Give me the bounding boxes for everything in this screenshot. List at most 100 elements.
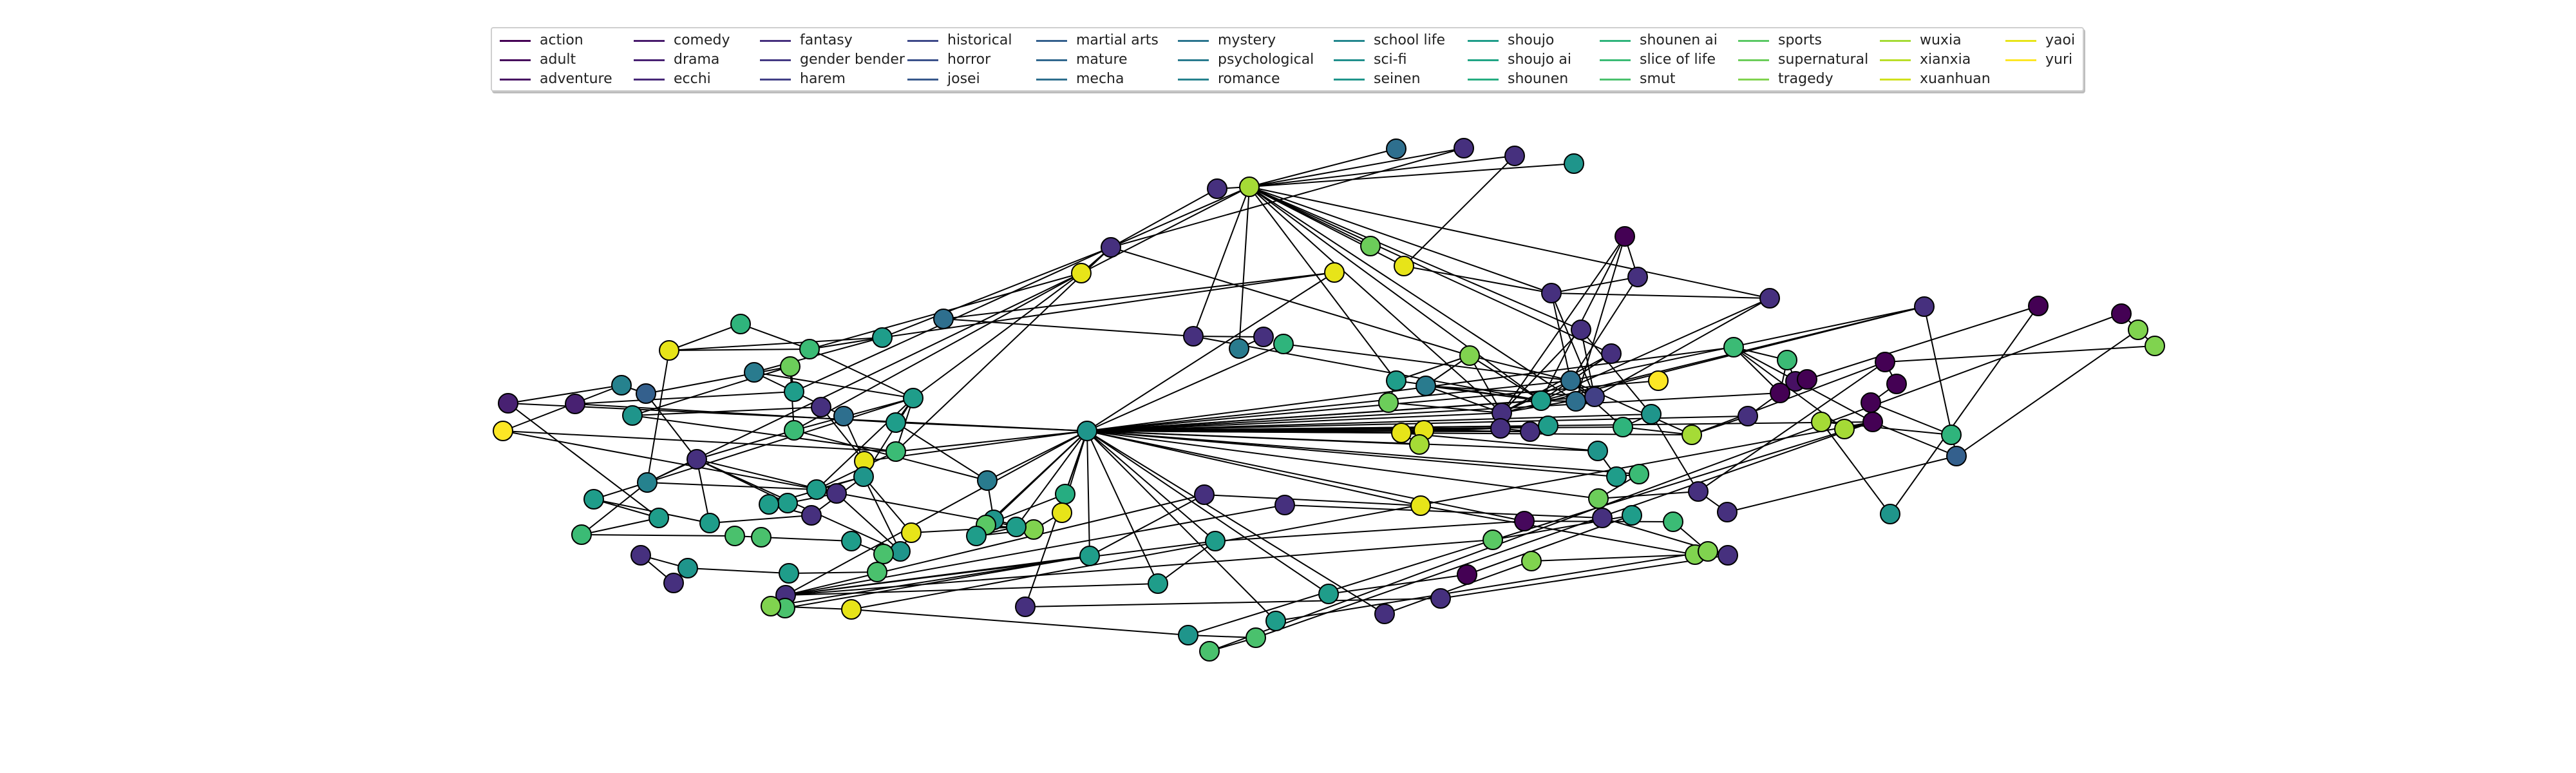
legend-label: mecha xyxy=(1076,71,1124,87)
graph-edge xyxy=(785,504,1285,596)
graph-edge xyxy=(632,406,822,416)
legend-label: comedy xyxy=(674,32,730,48)
legend-entry: slice of life xyxy=(1600,50,1716,70)
graph-edge xyxy=(1249,148,1464,187)
legend-label: mature xyxy=(1076,52,1128,68)
graph-node xyxy=(1430,588,1451,609)
graph-edge xyxy=(1501,353,1612,414)
graph-node xyxy=(1378,392,1399,413)
graph-node xyxy=(853,466,874,487)
graph-node xyxy=(1698,541,1718,562)
legend-entry: action xyxy=(500,31,583,50)
legend-entry: gender bender xyxy=(760,50,905,70)
graph-edge xyxy=(1580,329,1595,397)
graph-edge xyxy=(1086,430,1216,542)
graph-node xyxy=(2128,320,2148,340)
graph-edge xyxy=(770,555,1090,607)
graph-node xyxy=(867,562,887,582)
graph-edge xyxy=(687,568,790,574)
graph-edge xyxy=(1086,380,1659,432)
graph-edge xyxy=(1025,598,1441,607)
graph-edge xyxy=(1110,186,1250,248)
graph-edge xyxy=(709,515,812,524)
graph-node xyxy=(886,412,906,433)
graph-edge xyxy=(696,459,710,524)
graph-edges xyxy=(502,148,2155,652)
legend-label: yaoi xyxy=(2045,32,2076,48)
graph-node xyxy=(1718,545,1738,566)
legend-label: adult xyxy=(540,52,576,68)
graph-node xyxy=(1571,320,1591,340)
graph-node xyxy=(1410,495,1431,516)
legend-swatch xyxy=(1738,39,1769,42)
legend-entry: tragedy xyxy=(1738,70,1833,89)
graph-edge xyxy=(1806,305,2039,380)
graph-edge xyxy=(809,348,914,399)
graph-edge xyxy=(913,272,1082,399)
graph-node xyxy=(677,558,698,578)
graph-edge xyxy=(753,372,914,399)
graph-node xyxy=(1324,262,1345,283)
graph-edge xyxy=(1420,505,1696,555)
graph-edge xyxy=(1425,385,1595,397)
legend-label: horror xyxy=(947,52,991,68)
graph-node xyxy=(873,544,894,564)
legend-entry: supernatural xyxy=(1738,50,1868,70)
graph-edge xyxy=(753,337,883,373)
graph-edge xyxy=(1551,292,1571,381)
graph-edge xyxy=(1193,336,1264,338)
graph-edge xyxy=(574,391,795,405)
legend-label: sports xyxy=(1778,32,1823,48)
legend-label: supernatural xyxy=(1778,52,1869,68)
legend-entry: mystery xyxy=(1178,31,1276,50)
graph-node xyxy=(1386,138,1406,159)
legend: action adult adventure comedy drama ecch… xyxy=(491,27,2084,91)
graph-node xyxy=(1207,178,1227,199)
graph-node xyxy=(1101,237,1121,258)
graph-edge xyxy=(1469,355,1571,381)
graph-node xyxy=(1834,419,1855,439)
graph-node xyxy=(751,527,772,548)
legend-label: romance xyxy=(1218,71,1280,87)
graph-node xyxy=(1148,573,1168,594)
graph-node xyxy=(1622,505,1642,526)
legend-label: mystery xyxy=(1218,32,1276,48)
graph-edge xyxy=(645,366,791,394)
legend-swatch xyxy=(1334,39,1365,42)
graph-node xyxy=(498,393,518,414)
graph-node xyxy=(1777,350,1797,370)
legend-label: adventure xyxy=(540,71,612,87)
graph-node xyxy=(1615,226,1635,247)
graph-node xyxy=(1374,604,1395,624)
graph-node xyxy=(1055,484,1075,504)
legend-entry: adult xyxy=(500,50,576,70)
graph-node xyxy=(730,314,751,334)
graph-edge xyxy=(1570,306,1925,381)
graph-edge xyxy=(647,350,670,483)
graph-edge xyxy=(1157,540,1216,584)
legend-label: historical xyxy=(947,32,1012,48)
legend-entry: shounen ai xyxy=(1600,31,1718,50)
legend-entry: ecchi xyxy=(634,70,711,89)
legend-entry: sports xyxy=(1738,31,1822,50)
legend-entry: historical xyxy=(907,31,1012,50)
graph-node xyxy=(826,483,847,504)
graph-edge xyxy=(1110,148,1464,248)
graph-node xyxy=(779,563,799,584)
legend-label: tragedy xyxy=(1778,71,1833,87)
graph-node xyxy=(699,513,720,533)
graph-node xyxy=(799,339,820,359)
legend-swatch xyxy=(907,59,938,61)
graph-node xyxy=(636,383,656,404)
legend-swatch xyxy=(1036,59,1067,61)
legend-label: harem xyxy=(800,71,846,87)
graph-node xyxy=(2145,336,2165,356)
graph-node xyxy=(565,394,585,414)
graph-edge xyxy=(1086,430,1329,595)
graph-edge xyxy=(851,421,1873,610)
graph-edge xyxy=(863,476,912,533)
graph-node xyxy=(1006,517,1027,537)
graph-node xyxy=(841,599,862,620)
graph-edge xyxy=(1086,430,1276,622)
graph-node xyxy=(1391,423,1412,443)
